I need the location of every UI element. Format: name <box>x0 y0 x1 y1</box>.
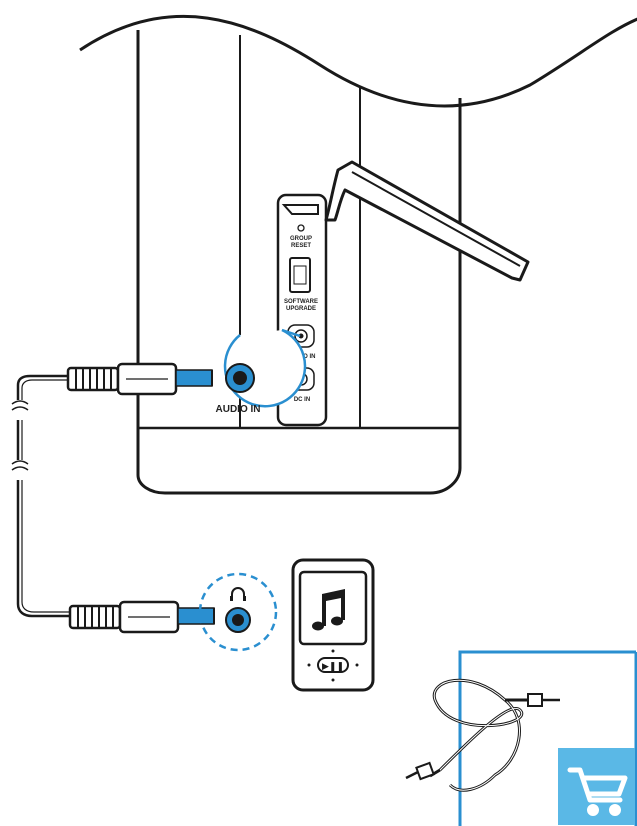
dc-in-label: DC IN <box>294 397 310 403</box>
upper-audio-plug <box>16 362 213 400</box>
audio-in-callout: AUDIO IN <box>216 328 307 415</box>
cable-product-inset <box>405 650 637 826</box>
music-player: ▶❚❚ <box>291 558 375 692</box>
play-pause-icon: ▶❚❚ <box>322 662 344 672</box>
speaker <box>79 14 637 495</box>
reset-button-icon[interactable] <box>297 224 305 232</box>
headphone-jack-callout <box>198 572 278 652</box>
coiled-cable-image <box>405 678 560 792</box>
software-upgrade-label-2: UPGRADE <box>286 306 316 312</box>
play-pause-button[interactable] <box>317 657 349 673</box>
group-reset-label-1: GROUP <box>290 236 312 242</box>
lower-audio-plug <box>68 600 215 634</box>
speaker-handle <box>324 160 530 282</box>
usb-port[interactable] <box>289 257 311 293</box>
group-reset-slot <box>281 204 319 215</box>
audio-cable <box>11 400 70 618</box>
speaker-outline <box>136 30 462 495</box>
group-reset-label-2: RESET <box>291 243 311 249</box>
music-note-icon <box>312 589 345 631</box>
speaker-top-curve <box>79 14 637 108</box>
software-upgrade-label-1: SOFTWARE <box>284 299 318 305</box>
shopping-cart-icon <box>567 767 628 816</box>
headphone-icon <box>231 587 245 600</box>
audio-in-callout-label: AUDIO IN <box>216 404 261 415</box>
